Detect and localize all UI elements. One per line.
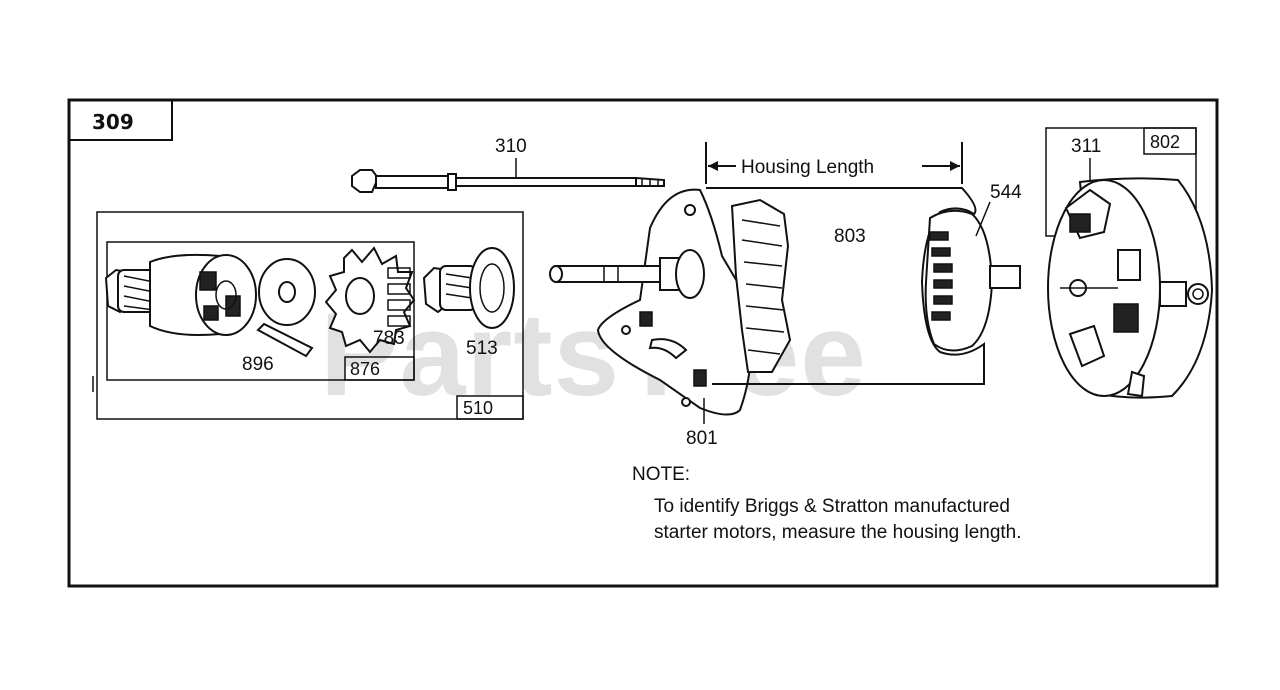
note-line-1: To identify Briggs & Stratton manufactur… [654,496,1010,517]
label-513: 513 [466,338,498,359]
pinion-gear-part [324,246,416,354]
drive-barrel-part [149,253,258,336]
drive-assembly-label-box [456,395,524,420]
label-802: 802 [1150,132,1180,152]
label-310: 310 [495,136,527,157]
label-801: 801 [686,428,718,449]
section-number: 309 [92,110,134,134]
label-510: 510 [463,398,493,418]
label-876: 876 [350,359,380,379]
note-line-2: starter motors, measure the housing leng… [654,522,1022,543]
drive-kit-box [106,241,415,381]
drive-nut-part [104,268,159,314]
armature-shaft-part [549,249,705,299]
drive-kit-label-box [344,356,415,381]
note-heading: NOTE: [632,464,690,485]
thru-bolt-part [351,169,665,193]
motor-housing-part [706,187,985,385]
label-311: 311 [1071,136,1101,157]
leader-544 [975,201,991,237]
armature-part [924,209,1021,352]
label-783: 783 [373,328,405,349]
spring-pin-part [256,322,314,358]
drive-end-cap-part [596,188,753,416]
section-number-box [69,100,173,141]
label-544: 544 [990,182,1022,203]
washer-part [258,258,316,326]
housing-length-label: Housing Length [741,157,874,178]
housing-length-dimension [705,142,963,184]
label-896: 896 [242,354,274,375]
end-cap-label-box [1143,127,1197,155]
end-cap-part [1047,177,1214,399]
clutch-part [422,247,515,329]
armature-windings-part [730,198,792,373]
label-803: 803 [834,226,866,247]
drive-assembly-box [96,211,524,420]
diagram-frame [67,98,1219,588]
